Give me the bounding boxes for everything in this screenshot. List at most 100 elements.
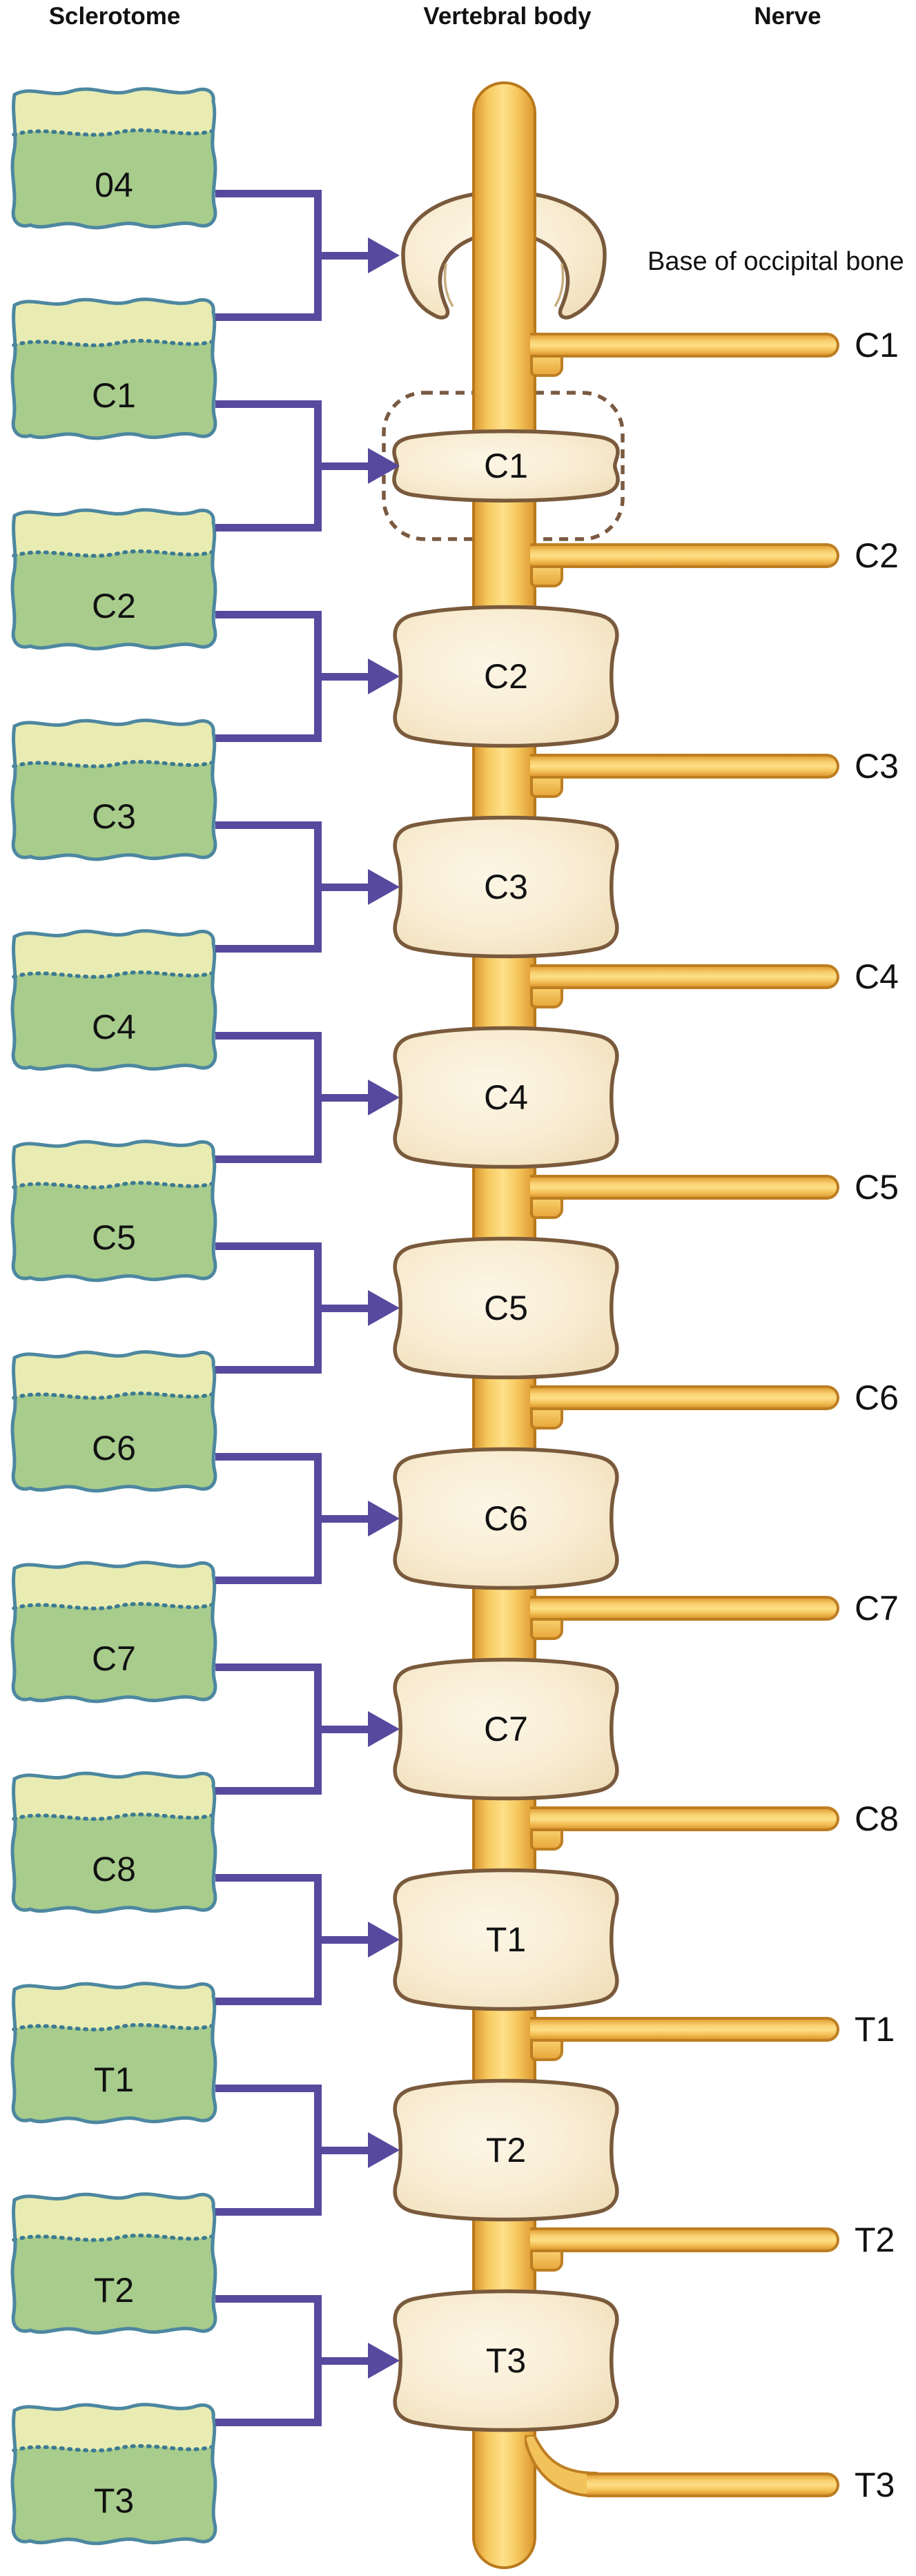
bracket-arrow-shaft	[318, 1094, 369, 1102]
bracket-top-line	[215, 400, 322, 408]
sclerotome-label-c5: C5	[92, 1218, 136, 1257]
bracket-bottom-line	[215, 1366, 322, 1374]
bracket-top-line	[215, 2295, 322, 2303]
vertebra-c6	[393, 1447, 619, 1590]
bracket-top-line	[215, 821, 322, 829]
occipital-bone-crease-left	[443, 263, 454, 307]
nerve-label-c7: C7	[855, 1589, 899, 1628]
bracket-bottom-line	[215, 313, 322, 321]
bracket-bottom-line	[215, 2419, 322, 2426]
bracket-arrowhead-icon	[368, 658, 400, 694]
bracket-bottom-line	[215, 1998, 322, 2005]
sclerotome-outline	[10, 1140, 217, 1282]
bracket-arrowhead-icon	[368, 2343, 400, 2379]
bracket-arrow-shaft	[318, 2357, 369, 2365]
nerve-c5	[530, 1175, 839, 1200]
bracket-arrow-shaft	[318, 1515, 369, 1523]
sclerotome-caudal-half	[12, 972, 215, 1070]
vertebra-shape-c5	[393, 1236, 619, 1380]
sclerotome-half-boundary-dotted-line	[12, 1812, 216, 1821]
bracket-bottom-line	[215, 1577, 322, 1584]
bracket-arrow-shaft	[318, 1305, 369, 1312]
sclerotome-label-t2: T2	[93, 2271, 135, 2310]
vertebra-c3	[393, 815, 619, 959]
sclerotome-outline	[10, 297, 217, 440]
vertebra-shape-c2	[393, 605, 619, 748]
sclerotome-label-c1: C1	[92, 376, 136, 415]
bracket-arrow-shaft	[318, 252, 369, 260]
occipital-bone	[401, 190, 607, 320]
sclerotome-outline	[10, 1350, 217, 1493]
vertebra-t1	[393, 1868, 619, 2011]
vertebra-label-t2: T2	[485, 2131, 527, 2169]
nerve-c3	[530, 754, 839, 779]
nerve-c1	[530, 333, 839, 358]
sclerotome-caudal-half	[12, 130, 215, 228]
nerve-c7	[530, 1596, 839, 1621]
bracket-arrowhead-icon	[368, 1290, 400, 1326]
vertebra-t2	[393, 2078, 619, 2222]
bracket-bottom-line	[215, 2208, 322, 2216]
bracket-arrow-shaft	[318, 2147, 369, 2154]
bracket-arrowhead-icon	[368, 1711, 400, 1747]
vertebra-label-t3: T3	[485, 2341, 527, 2380]
sclerotome-block-t1	[10, 1982, 217, 2125]
sclerotome-block-t2	[10, 2192, 217, 2335]
sclerotome-block-c5	[10, 1140, 217, 1282]
sclerotome-label-t1: T1	[93, 2060, 135, 2099]
sclerotome-half-boundary-dotted-line	[12, 1391, 216, 1400]
sclerotome-outline	[10, 2403, 217, 2546]
bracket-top-line	[215, 1242, 322, 1250]
sclerotome-block-c7	[10, 1561, 217, 1704]
sclerotome-outline	[10, 719, 217, 861]
bracket-bottom-line	[215, 524, 322, 531]
sclerotome-caudal-half	[12, 1603, 215, 1701]
bracket-top-line	[215, 611, 322, 618]
column-header-sclerotome: Sclerotome	[48, 3, 181, 30]
vertebra-t3	[393, 2289, 619, 2432]
sclerotome-caudal-half	[12, 1814, 215, 1912]
sclerotome-half-boundary-dotted-line	[12, 1601, 216, 1610]
bracket-arrowhead-icon	[368, 237, 400, 273]
sclerotome-label-c6: C6	[92, 1429, 136, 1467]
bracket-top-line	[215, 1453, 322, 1461]
sclerotome-label-t3: T3	[93, 2481, 135, 2520]
vertebra-label-c6: C6	[484, 1499, 528, 1538]
nerve-label-c1: C1	[855, 326, 899, 364]
sclerotome-block-t3	[10, 2403, 217, 2546]
sclerotome-caudal-half	[12, 1393, 215, 1491]
bracket-top-line	[215, 1874, 322, 1882]
nerve-label-t2: T2	[855, 2221, 895, 2259]
sclerotome-label-o4: 04	[95, 166, 133, 204]
column-header-nerve: Nerve	[754, 3, 821, 30]
vertebra-label-c2: C2	[484, 657, 528, 696]
bracket-top-line	[215, 2085, 322, 2092]
nerve-t3-attachment-shape	[525, 2435, 598, 2498]
vertebra-shape-c3	[393, 815, 619, 959]
vertebra-shape-c4	[393, 1026, 619, 1169]
sclerotome-half-boundary-dotted-line	[12, 2233, 216, 2242]
occipital-bone-label: Base of occipital bone	[647, 247, 904, 276]
bracket-arrowhead-icon	[368, 1922, 400, 1958]
sclerotome-outline	[10, 929, 217, 1072]
bracket-top-line	[215, 1032, 322, 1040]
sclerotome-half-boundary-dotted-line	[12, 2443, 216, 2452]
bracket-arrowhead-icon	[368, 448, 400, 484]
bracket-arrow-shaft	[318, 1936, 369, 1944]
occipital-bone-crease-right	[554, 263, 565, 307]
sclerotome-block-c2	[10, 508, 217, 651]
sclerotome-label-c3: C3	[92, 797, 136, 836]
nerve-label-c2: C2	[855, 536, 899, 575]
vertebra-label-c1: C1	[484, 447, 528, 485]
sclerotome-half-boundary-dotted-line	[12, 338, 216, 347]
vertebra-label-t1: T1	[485, 1920, 527, 1959]
sclerotome-caudal-half	[12, 340, 215, 438]
sclerotome-outline	[10, 2192, 217, 2335]
nerve-c4	[530, 964, 839, 989]
bracket-bottom-line	[215, 1787, 322, 1795]
sclerotome-block-c1	[10, 297, 217, 440]
nerve-label-t3: T3	[855, 2466, 895, 2504]
vertebra-shape-c7	[393, 1657, 619, 1801]
nerve-label-c6: C6	[855, 1378, 899, 1417]
bracket-arrowhead-icon	[368, 869, 400, 905]
